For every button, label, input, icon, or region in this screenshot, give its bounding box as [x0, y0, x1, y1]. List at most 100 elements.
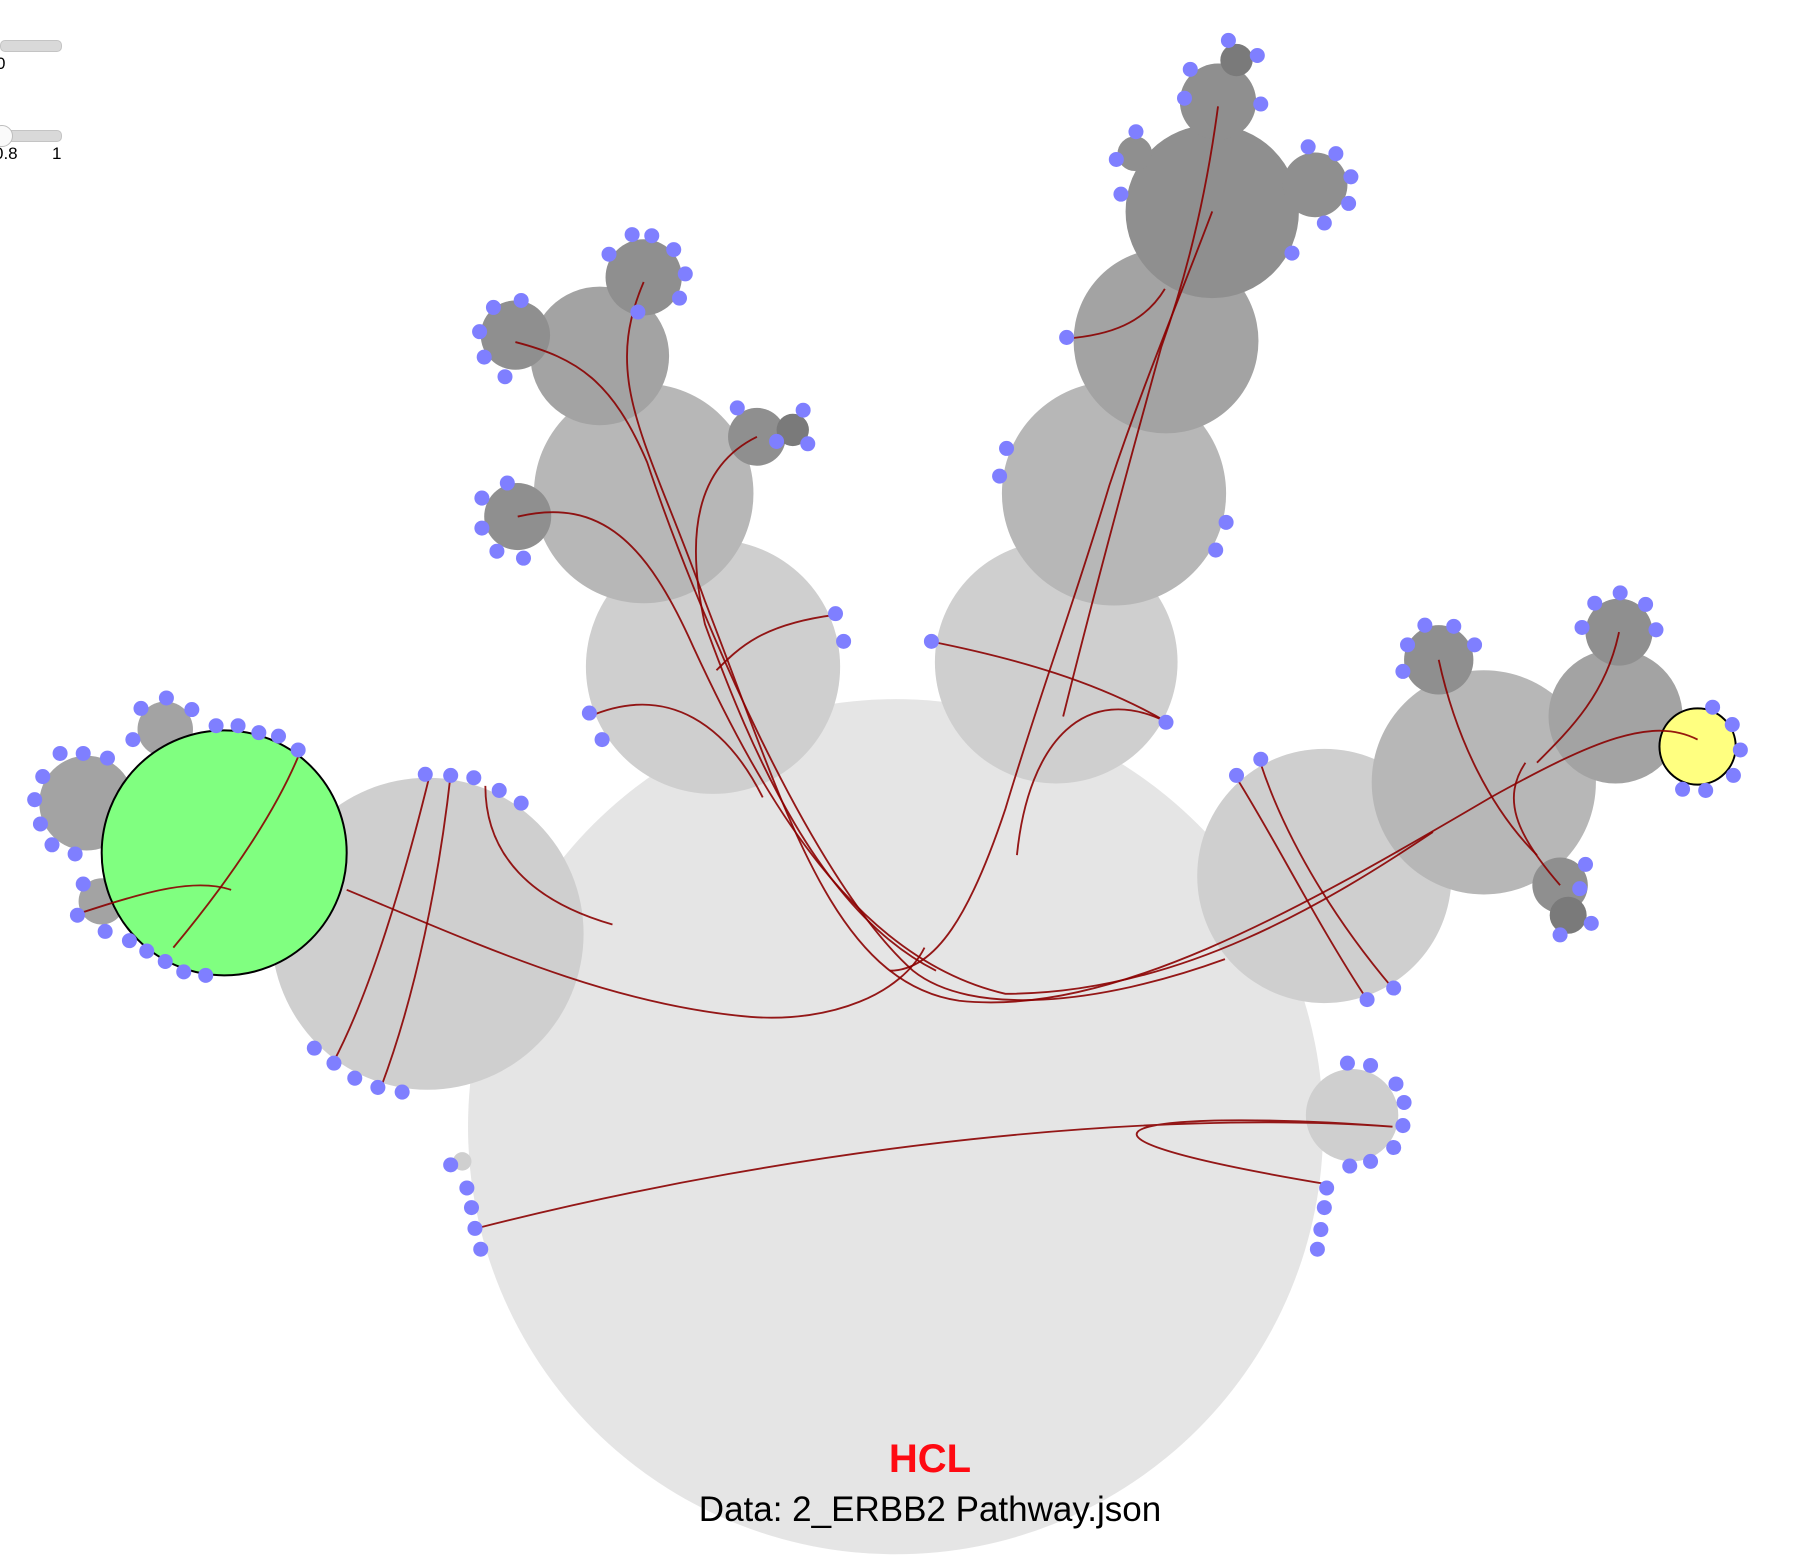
edge-bundle: [172, 750, 302, 949]
leaf-node: [630, 304, 646, 320]
leaf-node: [139, 943, 155, 959]
leaf-node: [99, 750, 115, 766]
leaf-node: [729, 400, 745, 416]
leaf-node: [463, 1200, 480, 1216]
leaf-node: [67, 846, 83, 862]
leaf-node: [1343, 169, 1359, 185]
leaf-node: [1158, 714, 1174, 730]
dataset-caption: Data: 2_ERBB2 Pathway.json: [698, 1490, 1162, 1529]
leaf-node: [1395, 1118, 1411, 1134]
leaf-node: [624, 227, 640, 243]
leaf-node: [1319, 1180, 1335, 1196]
leaf-node: [513, 292, 529, 308]
leaf-node: [158, 690, 174, 706]
cluster-circle: [1179, 63, 1257, 140]
leaf-node: [1253, 96, 1269, 112]
leaf-node: [474, 520, 490, 536]
leaf-node: [1386, 980, 1402, 996]
leaf-node: [44, 837, 60, 853]
leaf-node: [121, 933, 137, 949]
bundled-edges: [80, 106, 1699, 1229]
leaf-node: [1176, 90, 1193, 106]
leaf-node: [1220, 32, 1236, 48]
leaf-node: [52, 745, 68, 761]
cluster-circle: [605, 239, 682, 316]
leaf-node: [97, 923, 113, 939]
leaf-node: [581, 705, 597, 721]
leaf-node: [923, 633, 939, 649]
leaf-node: [394, 1084, 410, 1100]
leaf-node: [800, 436, 816, 452]
leaf-node: [176, 964, 192, 980]
edge-bundle: [484, 785, 613, 926]
edge-bundle: [715, 613, 836, 671]
leaf-node: [992, 468, 1008, 484]
leaf-node: [644, 228, 660, 244]
leaf-node: [1725, 767, 1741, 783]
leaf-node: [1328, 146, 1344, 162]
edge-bundle: [626, 281, 1699, 1004]
edge-bundle: [1062, 106, 1219, 717]
edge-bundle: [517, 511, 1434, 995]
leaf-node: [75, 745, 91, 761]
leaf-node: [1300, 139, 1316, 155]
leaf-node: [827, 606, 844, 622]
slider-1-tick-start: 0: [0, 54, 6, 73]
slider-1-track[interactable]: [0, 40, 62, 52]
leaf-node: [1572, 881, 1588, 897]
leaf-node: [1400, 637, 1416, 653]
leaf-nodes: [27, 32, 1748, 1257]
leaf-node: [1612, 585, 1628, 601]
leaf-node: [251, 725, 267, 741]
leaf-node: [443, 767, 459, 783]
leaf-node: [1342, 1158, 1358, 1174]
leaf-node: [290, 742, 306, 758]
leaf-node: [230, 718, 246, 734]
cluster-circle: [1125, 124, 1299, 299]
cluster-circle: [533, 383, 754, 604]
leaf-node: [1341, 195, 1357, 211]
leaf-node: [499, 475, 515, 491]
leaf-node: [476, 349, 492, 365]
leaf-node: [1316, 215, 1332, 231]
leaf-node: [1587, 595, 1603, 611]
cluster-circle: [1117, 136, 1153, 172]
leaf-node: [1574, 619, 1590, 636]
leaf-node: [467, 1220, 483, 1236]
leaf-node: [1583, 915, 1599, 931]
leaf-node: [491, 782, 507, 798]
edge-bundle: [1437, 659, 1538, 856]
leaf-node: [1388, 1076, 1404, 1092]
edge-bundle: [1536, 631, 1620, 764]
slider-2-track[interactable]: [0, 125, 62, 147]
leaf-node: [1253, 751, 1269, 767]
edge-bundle: [332, 774, 431, 1064]
leaf-node: [1228, 767, 1245, 783]
leaf-node: [1128, 124, 1144, 140]
leaf-node: [1396, 1094, 1412, 1110]
cluster-circle: [530, 286, 670, 426]
leaf-node: [999, 440, 1015, 456]
leaf-node: [208, 718, 224, 734]
leaf-node: [671, 290, 688, 306]
edge-bundle: [930, 640, 1168, 724]
leaf-node: [1059, 329, 1075, 345]
leaf-node: [1705, 699, 1721, 715]
leaf-node: [133, 700, 149, 716]
leaf-node: [677, 266, 693, 282]
leaf-node: [836, 633, 852, 649]
leaf-node: [1363, 1057, 1379, 1073]
leaf-node: [485, 299, 501, 315]
leaf-node: [1339, 1055, 1355, 1071]
cluster-circle: [585, 539, 841, 794]
cluster-circles: [39, 43, 1737, 1555]
leaf-node: [1316, 1200, 1332, 1216]
edge-bundle: [346, 888, 926, 1019]
selected-cluster-yellow: [1658, 707, 1737, 786]
cluster-circle: [1282, 152, 1348, 218]
leaf-node: [370, 1079, 386, 1095]
leaf-node: [1363, 1153, 1379, 1169]
leaf-node: [1552, 927, 1568, 943]
leaf-node: [497, 369, 513, 385]
